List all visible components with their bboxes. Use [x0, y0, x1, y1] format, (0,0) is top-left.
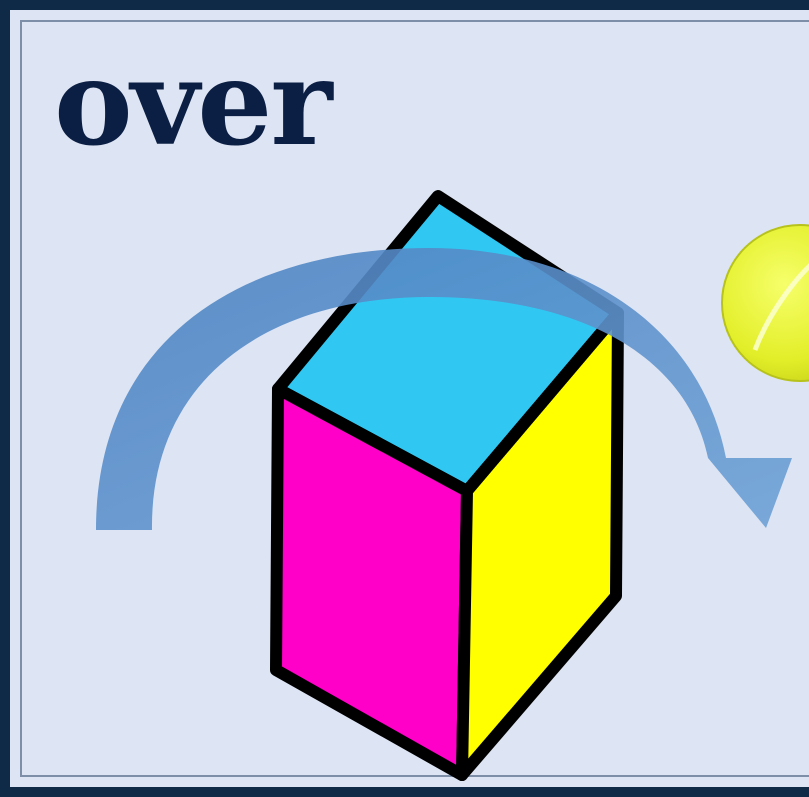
tennis-ball-icon [722, 225, 809, 381]
illustration [10, 10, 809, 797]
